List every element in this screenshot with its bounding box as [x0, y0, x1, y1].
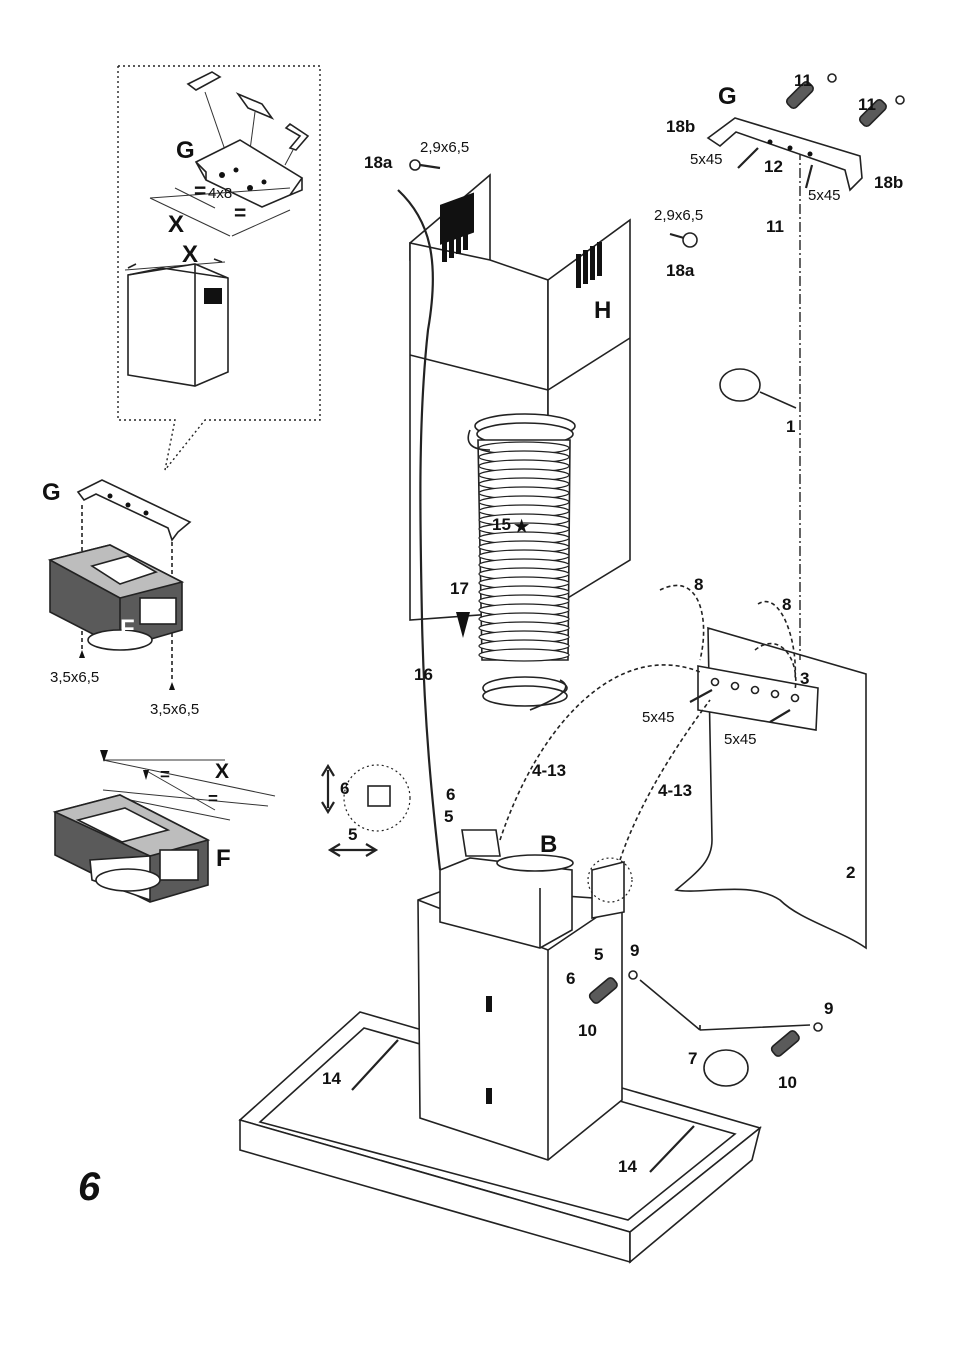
label-15-star: ★	[514, 517, 530, 536]
label-15: 15	[492, 515, 511, 534]
label-17: 17	[450, 579, 469, 598]
duct-rib	[478, 648, 570, 662]
label-9-a: 9	[630, 941, 639, 960]
label-6-right: 6	[566, 969, 575, 988]
labels: G 4x8 = = X X G F 3,5x6,5 3,5x6,5 F X = …	[42, 71, 903, 1209]
label-18a-left: 18a	[364, 153, 393, 172]
label-8-a: 8	[694, 575, 703, 594]
plugs-lower	[588, 368, 823, 1087]
label-screw-35-2: 3,5x6,5	[150, 701, 199, 718]
label-18a-right: 18a	[666, 261, 695, 280]
bracket-and-filter-upper	[47, 479, 192, 690]
filter-lower	[52, 750, 276, 903]
flex-duct	[467, 413, 576, 711]
label-f-upper: F	[120, 615, 135, 642]
label-14-a: 14	[322, 1069, 341, 1088]
label-1: 1	[786, 417, 795, 436]
label-16: 16	[414, 665, 433, 684]
label-6-left: 6	[340, 779, 349, 798]
label-screw-29-right: 2,9x6,5	[654, 207, 703, 224]
label-eq-lower-2: =	[208, 789, 218, 808]
inset-equal-2: =	[234, 202, 246, 225]
label-eq-lower-1: =	[160, 765, 170, 784]
inset-label-g: G	[176, 137, 195, 164]
label-5x45-wall-right: 5x45	[724, 731, 757, 748]
label-h: H	[594, 297, 611, 324]
label-5-right: 5	[594, 945, 603, 964]
label-g-top: G	[718, 83, 737, 110]
label-7: 7	[688, 1049, 697, 1068]
label-3: 3	[800, 669, 809, 688]
label-18b-left: 18b	[666, 117, 695, 136]
label-screw-29-left: 2,9x6,5	[420, 139, 469, 156]
figure-number: 6	[78, 1165, 101, 1209]
inset-dimension-x-2: X	[182, 241, 198, 268]
inset-equal-1: =	[194, 180, 206, 203]
label-4-13-left: 4-13	[532, 761, 566, 780]
bracket-g-top	[706, 73, 905, 192]
label-4-13-right: 4-13	[658, 781, 692, 800]
label-11-c: 11	[766, 217, 784, 236]
label-f-lower: F	[216, 845, 231, 872]
label-x-lower: X	[215, 760, 229, 783]
label-2: 2	[846, 863, 855, 882]
label-5x45-top-right: 5x45	[808, 187, 841, 204]
label-g-left: G	[42, 479, 61, 506]
inset-screw-size: 4x8	[208, 185, 232, 202]
label-5-left: 5	[348, 825, 357, 844]
power-cable	[397, 189, 442, 871]
wall-plate	[674, 626, 867, 950]
label-10-b: 10	[778, 1073, 797, 1092]
label-screw-35-1: 3,5x6,5	[50, 669, 99, 686]
inset-dimension-x-1: X	[168, 211, 184, 238]
hood-body	[238, 829, 762, 1264]
label-9-b: 9	[824, 999, 833, 1018]
label-5-center: 5	[444, 807, 453, 826]
label-b: B	[540, 831, 557, 858]
label-10-a: 10	[578, 1021, 597, 1040]
label-11-a: 11	[794, 71, 812, 90]
label-5x45-wall-left: 5x45	[642, 709, 675, 726]
inset-detail	[117, 65, 321, 471]
label-12: 12	[764, 157, 783, 176]
label-5x45-top-left: 5x45	[690, 151, 723, 168]
label-14-b: 14	[618, 1157, 637, 1176]
label-18b-right: 18b	[874, 173, 903, 192]
label-11-b: 11	[858, 95, 876, 114]
label-6-center: 6	[446, 785, 455, 804]
label-8-b: 8	[782, 595, 791, 614]
